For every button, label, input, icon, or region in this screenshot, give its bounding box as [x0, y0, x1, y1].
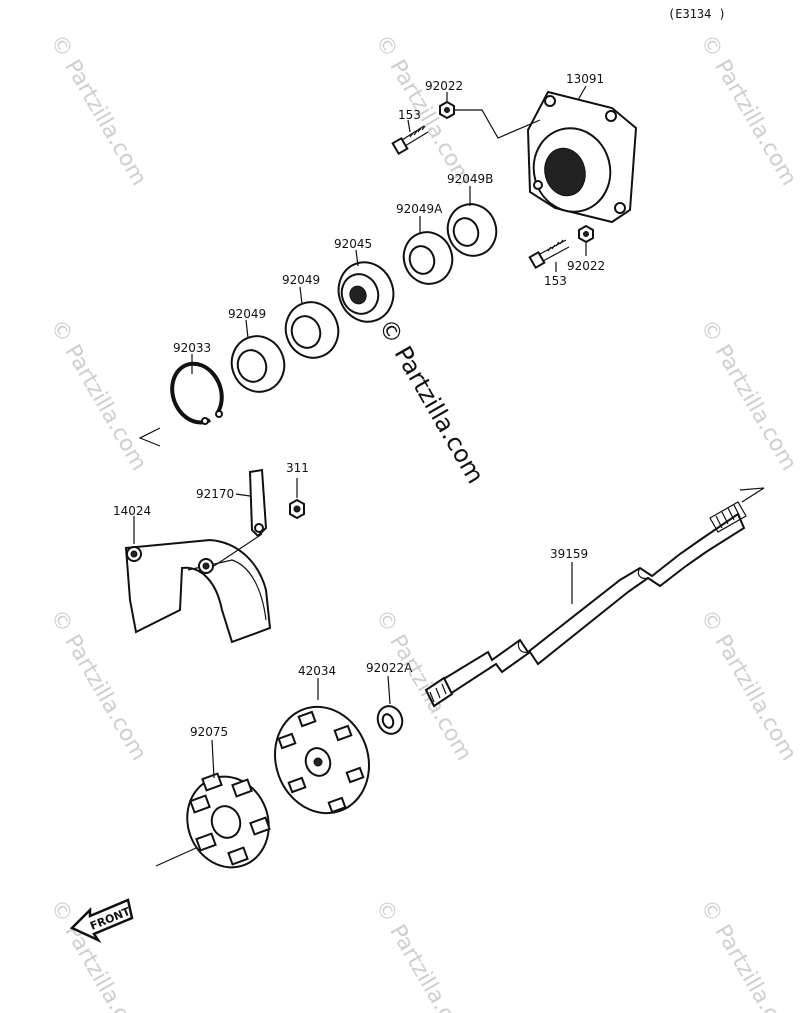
label-13091: 13091	[566, 72, 604, 86]
label-92022-top: 92022	[425, 79, 463, 93]
part-92033-circlip	[170, 361, 224, 425]
part-14024-cover	[124, 538, 272, 644]
label-92049A: 92049A	[396, 202, 443, 216]
leader-92170-cover	[213, 533, 263, 567]
watermark-4: © Partzilla.com	[45, 316, 152, 476]
label-92022A: 92022A	[366, 661, 413, 675]
part-92022A-washer	[376, 705, 404, 735]
part-92049-seal-middle	[284, 301, 340, 359]
label-153-right: 153	[544, 274, 567, 288]
label-92022-right: 92022	[567, 259, 605, 273]
part-92049B-seal	[446, 203, 498, 257]
leader-damper-front	[155, 847, 197, 867]
part-92022-top-nut	[439, 100, 455, 120]
reference-mark-right	[739, 487, 765, 503]
label-92049-b: 92049	[228, 307, 266, 321]
part-153-top-bolt	[391, 125, 429, 156]
watermark-1: © Partzilla.com	[45, 31, 152, 191]
watermark-10: © Partzilla.com	[370, 896, 477, 1013]
watermark-5: © Partzilla.com	[695, 316, 800, 476]
part-92075-damper	[186, 772, 271, 869]
label-311: 311	[286, 461, 309, 475]
part-39159-drive-shaft	[424, 501, 747, 708]
label-153-top: 153	[398, 108, 421, 122]
part-92170-clip	[248, 468, 268, 538]
part-92045-bearing	[337, 261, 395, 323]
part-153-right-bolt	[528, 239, 570, 270]
label-39159: 39159	[550, 547, 588, 561]
center-watermark: © Partzilla.com	[373, 314, 490, 488]
diagram-code: (E3134 )	[668, 7, 726, 21]
label-92045: 92045	[334, 237, 372, 251]
part-92049-seal-left	[230, 335, 286, 393]
leader-92022-top	[452, 109, 541, 139]
watermark-11: © Partzilla.com	[695, 896, 800, 1013]
part-92022-right-nut	[578, 224, 594, 244]
part-311-nut	[289, 498, 305, 520]
part-42034-coupling	[273, 705, 371, 815]
label-92033: 92033	[173, 341, 211, 355]
part-13091-housing	[526, 90, 638, 224]
label-92049B: 92049B	[447, 172, 493, 186]
watermark-3: © Partzilla.com	[695, 31, 800, 191]
label-42034: 42034	[298, 664, 336, 678]
label-92170: 92170	[196, 487, 234, 501]
reference-mark-left	[138, 427, 161, 447]
label-92075: 92075	[190, 725, 228, 739]
label-14024: 14024	[113, 504, 151, 518]
watermark-8: © Partzilla.com	[695, 606, 800, 766]
part-92049A-seal	[402, 231, 454, 285]
label-92049-a: 92049	[282, 273, 320, 287]
